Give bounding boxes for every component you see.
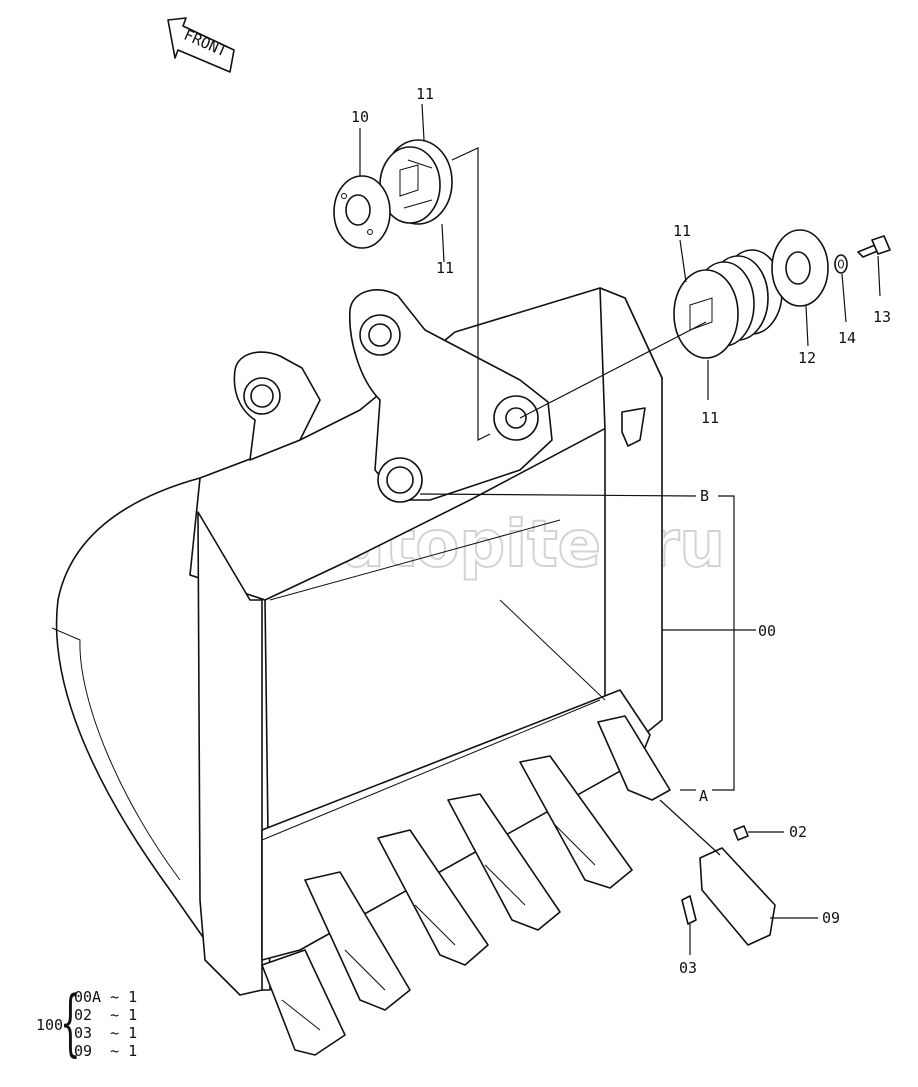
callouts: 11 10 11 11 11 12 13 14 B 00 A 02 09 03	[351, 85, 891, 977]
callout-03: 03	[679, 959, 697, 977]
shim-stack-right	[673, 249, 783, 359]
assembly-number: 100	[36, 1016, 64, 1034]
callout-12: 12	[798, 349, 816, 367]
washer-14	[834, 254, 848, 274]
shim-stack-upper	[379, 139, 453, 225]
front-arrow: FRONT	[167, 17, 235, 73]
tooth-5	[519, 755, 633, 889]
bom-row: 03 ~ 1	[74, 1024, 138, 1042]
brace: {	[60, 980, 81, 1064]
tooth-detail	[681, 825, 776, 946]
callout-B: B	[700, 487, 709, 505]
plate-10	[333, 175, 391, 249]
callout-11-right-lower: 11	[701, 409, 719, 427]
tooth-2	[304, 871, 411, 1011]
callout-14: 14	[838, 329, 856, 347]
bucket-teeth	[261, 715, 671, 1056]
bom-row: 02 ~ 1	[74, 1006, 138, 1024]
lock-02	[733, 825, 749, 841]
callout-00: 00	[758, 622, 776, 640]
tooth-6	[597, 715, 671, 801]
callout-11-right: 11	[673, 222, 691, 240]
callout-10: 10	[351, 108, 369, 126]
bucket-body	[51, 287, 663, 996]
callout-13: 13	[873, 308, 891, 326]
bom-row: 09 ~ 1	[74, 1042, 138, 1060]
callout-11-top: 11	[416, 85, 434, 103]
callout-A: A	[699, 787, 708, 805]
bolt-13	[857, 235, 891, 258]
callout-02: 02	[789, 823, 807, 841]
tooth-4	[447, 793, 561, 931]
plate-12	[771, 229, 829, 307]
callout-09: 09	[822, 909, 840, 927]
tooth-1	[261, 949, 346, 1056]
pin-03	[681, 895, 697, 925]
leader-lines	[359, 103, 881, 955]
tooth-3	[377, 829, 489, 966]
bom-row: 00A ~ 1	[74, 988, 138, 1006]
callout-11-top-lower: 11	[436, 259, 454, 277]
tooth-09	[699, 847, 776, 946]
